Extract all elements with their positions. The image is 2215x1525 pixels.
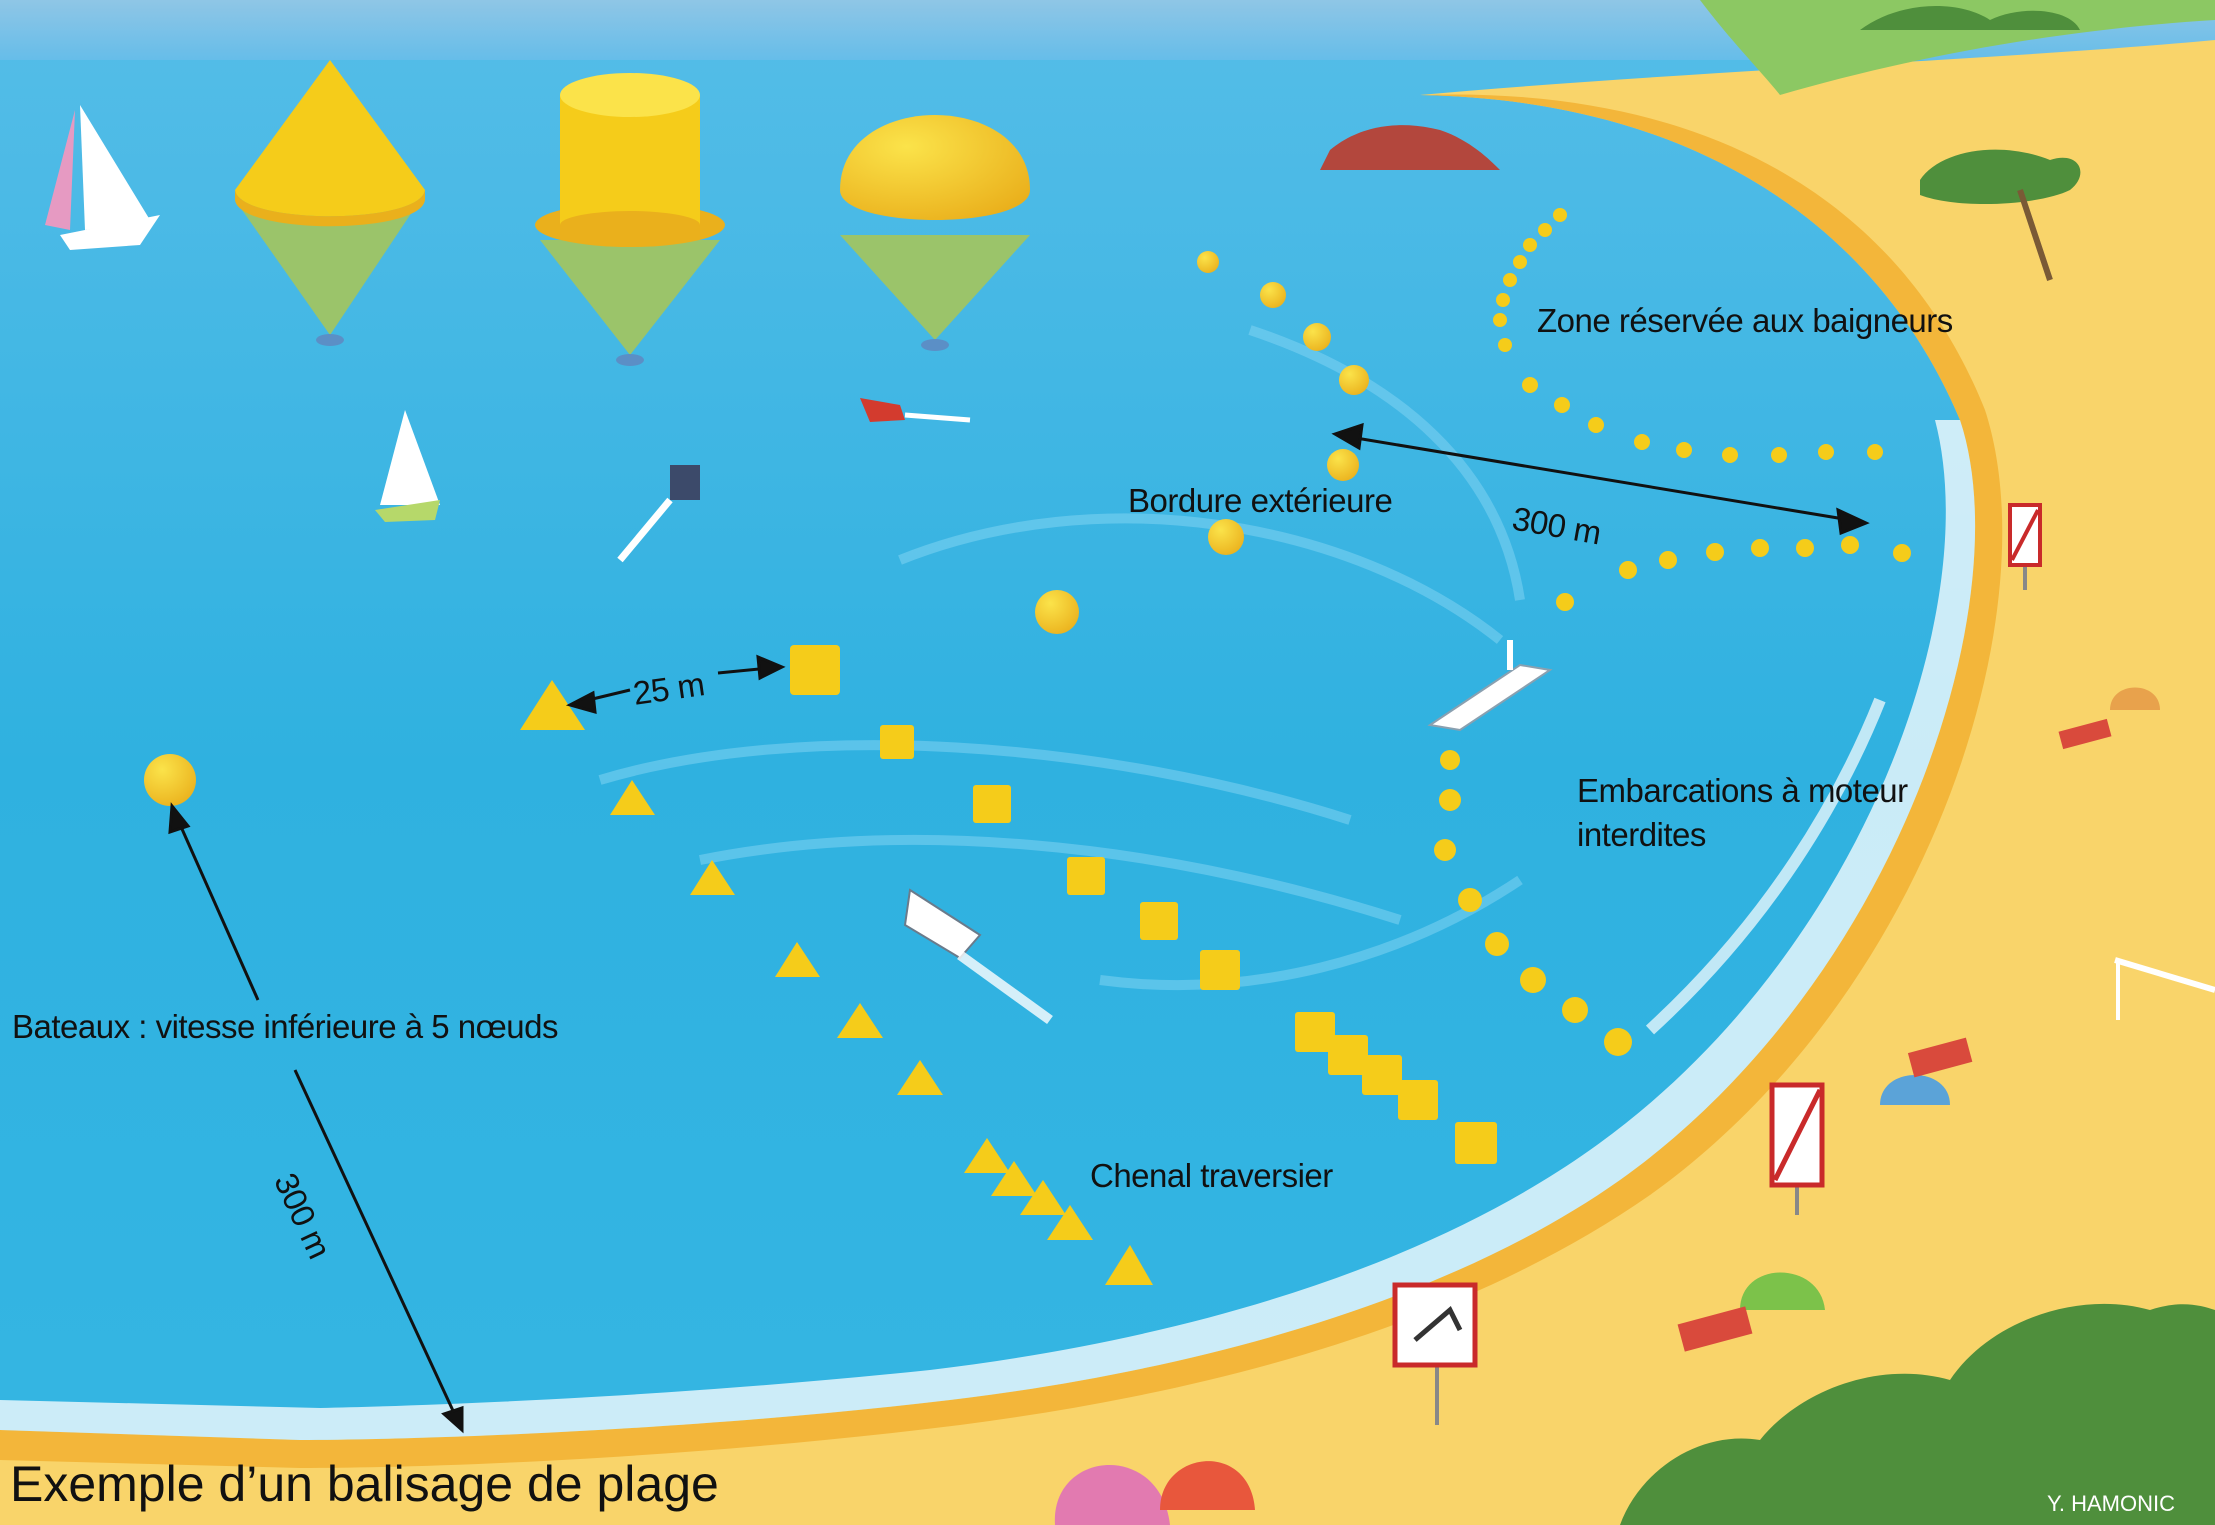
trees-bottom-right [1620, 1303, 2215, 1525]
motorboat-icon [903, 888, 1053, 1025]
label-300m-top: 300 m [1509, 499, 1604, 552]
legend-cone-buoy-icon [235, 60, 425, 346]
label-25m: 25 m [630, 665, 707, 712]
volleyball-net [2114, 957, 2215, 1020]
illustrator-credit: Y. HAMONIC [2047, 1491, 2175, 1516]
label-chenal-traversier: Chenal traversier [1090, 1157, 1333, 1194]
label-300m-left: 300 m [267, 1167, 339, 1264]
page-title: Exemple d’un balisage de plage [10, 1456, 719, 1512]
hill-bush [1860, 6, 2080, 30]
jetski-dark-icon [617, 465, 700, 563]
pine-tree [1920, 149, 2081, 205]
channel-cylinder-buoys [790, 645, 1497, 1164]
waterski-sign-icon [1392, 1282, 1478, 1425]
label-embarcations-line1: Embarcations à moteur [1577, 772, 1908, 809]
channel-cone-buoys [520, 680, 1153, 1285]
towels [1677, 718, 2112, 1352]
sailboat-icon [45, 105, 160, 250]
no-propeller-sign-icon [1769, 1082, 1825, 1215]
jetski-red-icon [860, 398, 971, 423]
parasols [1054, 687, 2160, 1525]
grass-hill [1700, 0, 2215, 95]
outer-boundary-buoys [144, 251, 1369, 806]
label-bordure-exterieure: Bordure extérieure [1128, 482, 1393, 519]
small-sailboat-icon [375, 410, 440, 522]
pine-trunk [2017, 189, 2053, 281]
swim-zone-foam [1645, 697, 1886, 1035]
legend-cylinder-buoy-icon [535, 73, 725, 366]
legend-sphere-buoy-icon [840, 115, 1030, 351]
label-embarcations-line2: interdites [1577, 816, 1706, 853]
rocks [1320, 125, 1500, 170]
diving-platform-icon [1427, 640, 1553, 732]
swim-zone-buoys [1434, 208, 1911, 1056]
no-motorboat-sign-icon [2008, 503, 2042, 590]
distance-arrows [168, 422, 1870, 1434]
label-bateaux-vitesse: Bateaux : vitesse inférieure à 5 nœuds [12, 1008, 558, 1045]
label-zone-baigneurs: Zone réservée aux baigneurs [1537, 302, 1953, 339]
